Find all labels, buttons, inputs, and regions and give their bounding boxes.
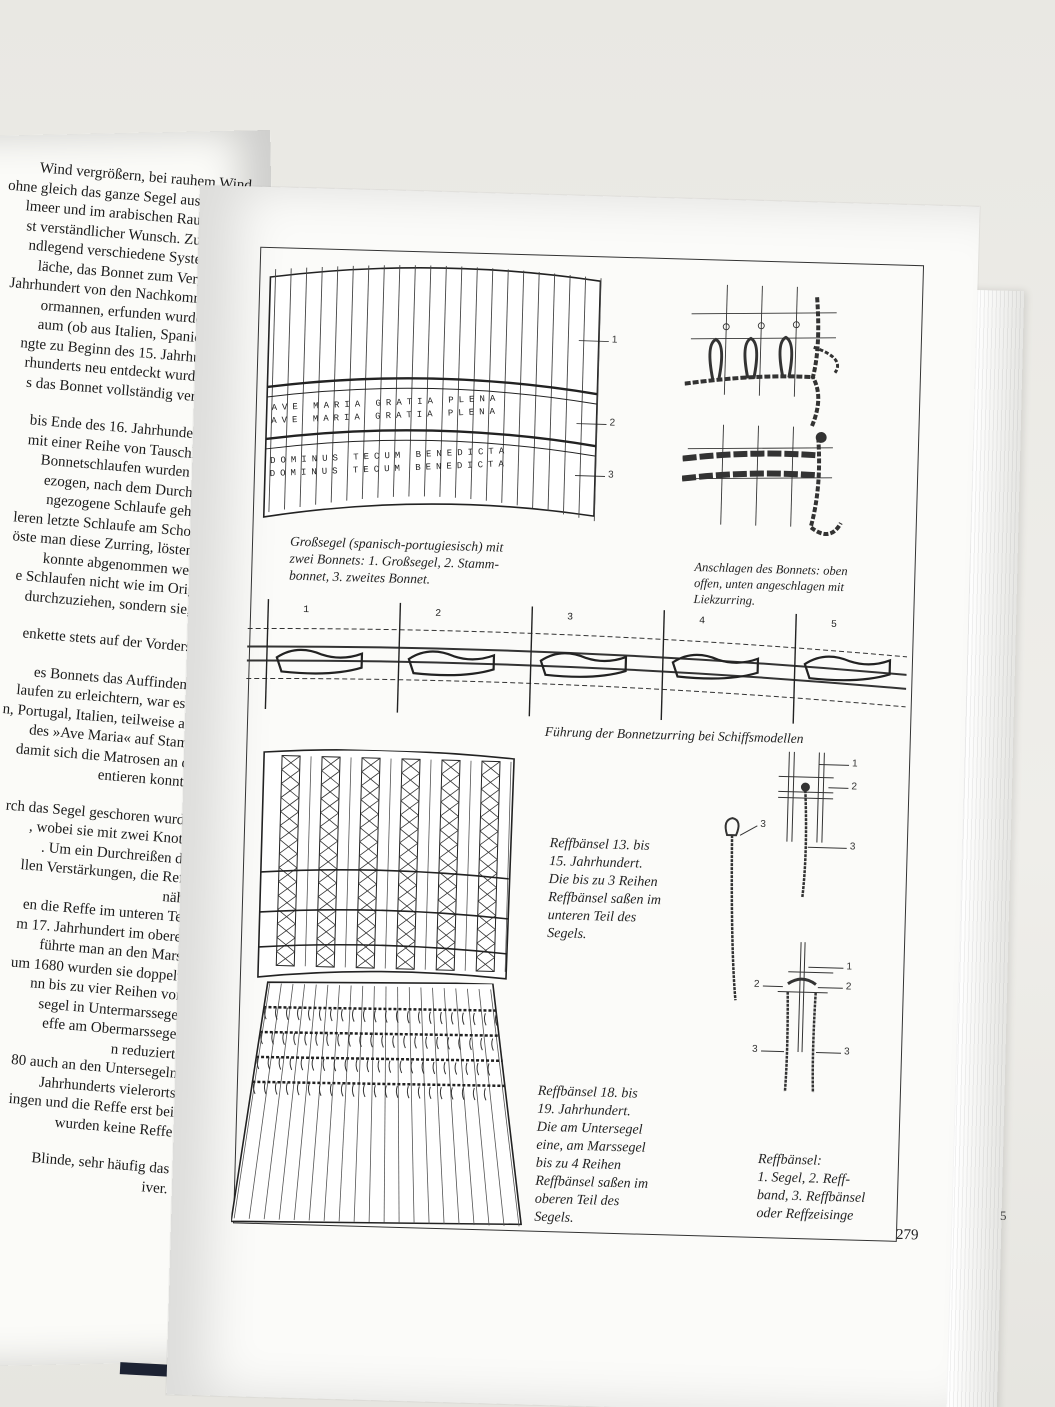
left-paragraph: rch das Segel geschoren wurden, wobei si… (0, 791, 199, 1143)
fuehrung-step: 5 (792, 613, 892, 724)
detail-bottom-label-2-right: 2 (845, 981, 852, 993)
reff-early-drawing (257, 749, 515, 980)
grosssegel-caption: Großsegel (spanisch-portugiesisch) mit z… (288, 533, 504, 587)
detail-bottom-label-3-right: 3 (843, 1046, 850, 1058)
fuehrung-figure: 1 2 3 4 5 (245, 599, 908, 732)
anschlagen-caption: Anschlagen des Bonnets: oben offen, unte… (693, 559, 848, 608)
fuehrung-step: 2 (396, 602, 496, 713)
fuehrung-step-label: 1 (303, 605, 309, 616)
reffbaensel-detail-figure: 1 2 3 3 1 2 2 3 3 (712, 750, 894, 1200)
grosssegel-drawing: AVE MARIA GRATIA PLENA AVE MARIA GRATIA … (262, 265, 609, 522)
page-number: 279 (895, 1226, 919, 1244)
fuehrung-step-label: 3 (567, 612, 573, 623)
grosssegel-figure: AVE MARIA GRATIA PLENA AVE MARIA GRATIA … (258, 257, 626, 542)
grosssegel-label-2: 2 (609, 417, 616, 429)
reff-early-caption: Reffbänsel 13. bis 15. Jahrhundert. Die … (547, 836, 662, 943)
detail-top-label-2: 2 (851, 781, 858, 793)
left-paragraph: enkette stets auf der Vorderseite (0, 619, 214, 660)
anschlagen-drawing (681, 284, 843, 536)
detail-bottom-label-3-left: 3 (751, 1043, 758, 1055)
fuehrung-step-label: 4 (699, 616, 705, 627)
reff-late-drawing (230, 981, 523, 1227)
anschlagen-figure (680, 284, 867, 554)
detail-bottom-label-2-left: 2 (753, 978, 760, 990)
detail-bottom-label-1: 1 (846, 961, 853, 973)
fuehrung-step: 1 (264, 599, 364, 710)
fuehrung-drawing: 1 2 3 4 5 (246, 599, 908, 724)
next-page-number-fragment: 5 (1000, 1208, 1007, 1223)
fuehrung-step-label: 2 (435, 609, 441, 620)
fuehrung-step: 3 (528, 606, 628, 717)
grosssegel-label-1: 1 (611, 334, 618, 346)
reff-late-caption: Reffbänsel 18. bis 19. Jahrhundert. Die … (534, 1083, 649, 1226)
text-line: enkette stets auf der Vorderseite (21, 625, 214, 658)
grosssegel-label-3: 3 (607, 469, 614, 481)
fuehrung-step-label: 5 (831, 620, 837, 631)
detail-top-label-3: 3 (849, 841, 856, 853)
detail-single-label-3: 3 (760, 818, 767, 831)
reff-late-figure (230, 976, 538, 1239)
right-page: AVE MARIA GRATIA PLENA AVE MARIA GRATIA … (166, 185, 980, 1407)
reffbaensel-detail-caption: Reffbänsel: 1. Segel, 2. Reff- band, 3. … (756, 1151, 866, 1224)
detail-top-label-1: 1 (851, 758, 858, 770)
reff-early-figure (248, 747, 525, 994)
reffbaensel-detail-drawing (724, 751, 850, 1093)
fuehrung-step: 4 (660, 610, 760, 721)
